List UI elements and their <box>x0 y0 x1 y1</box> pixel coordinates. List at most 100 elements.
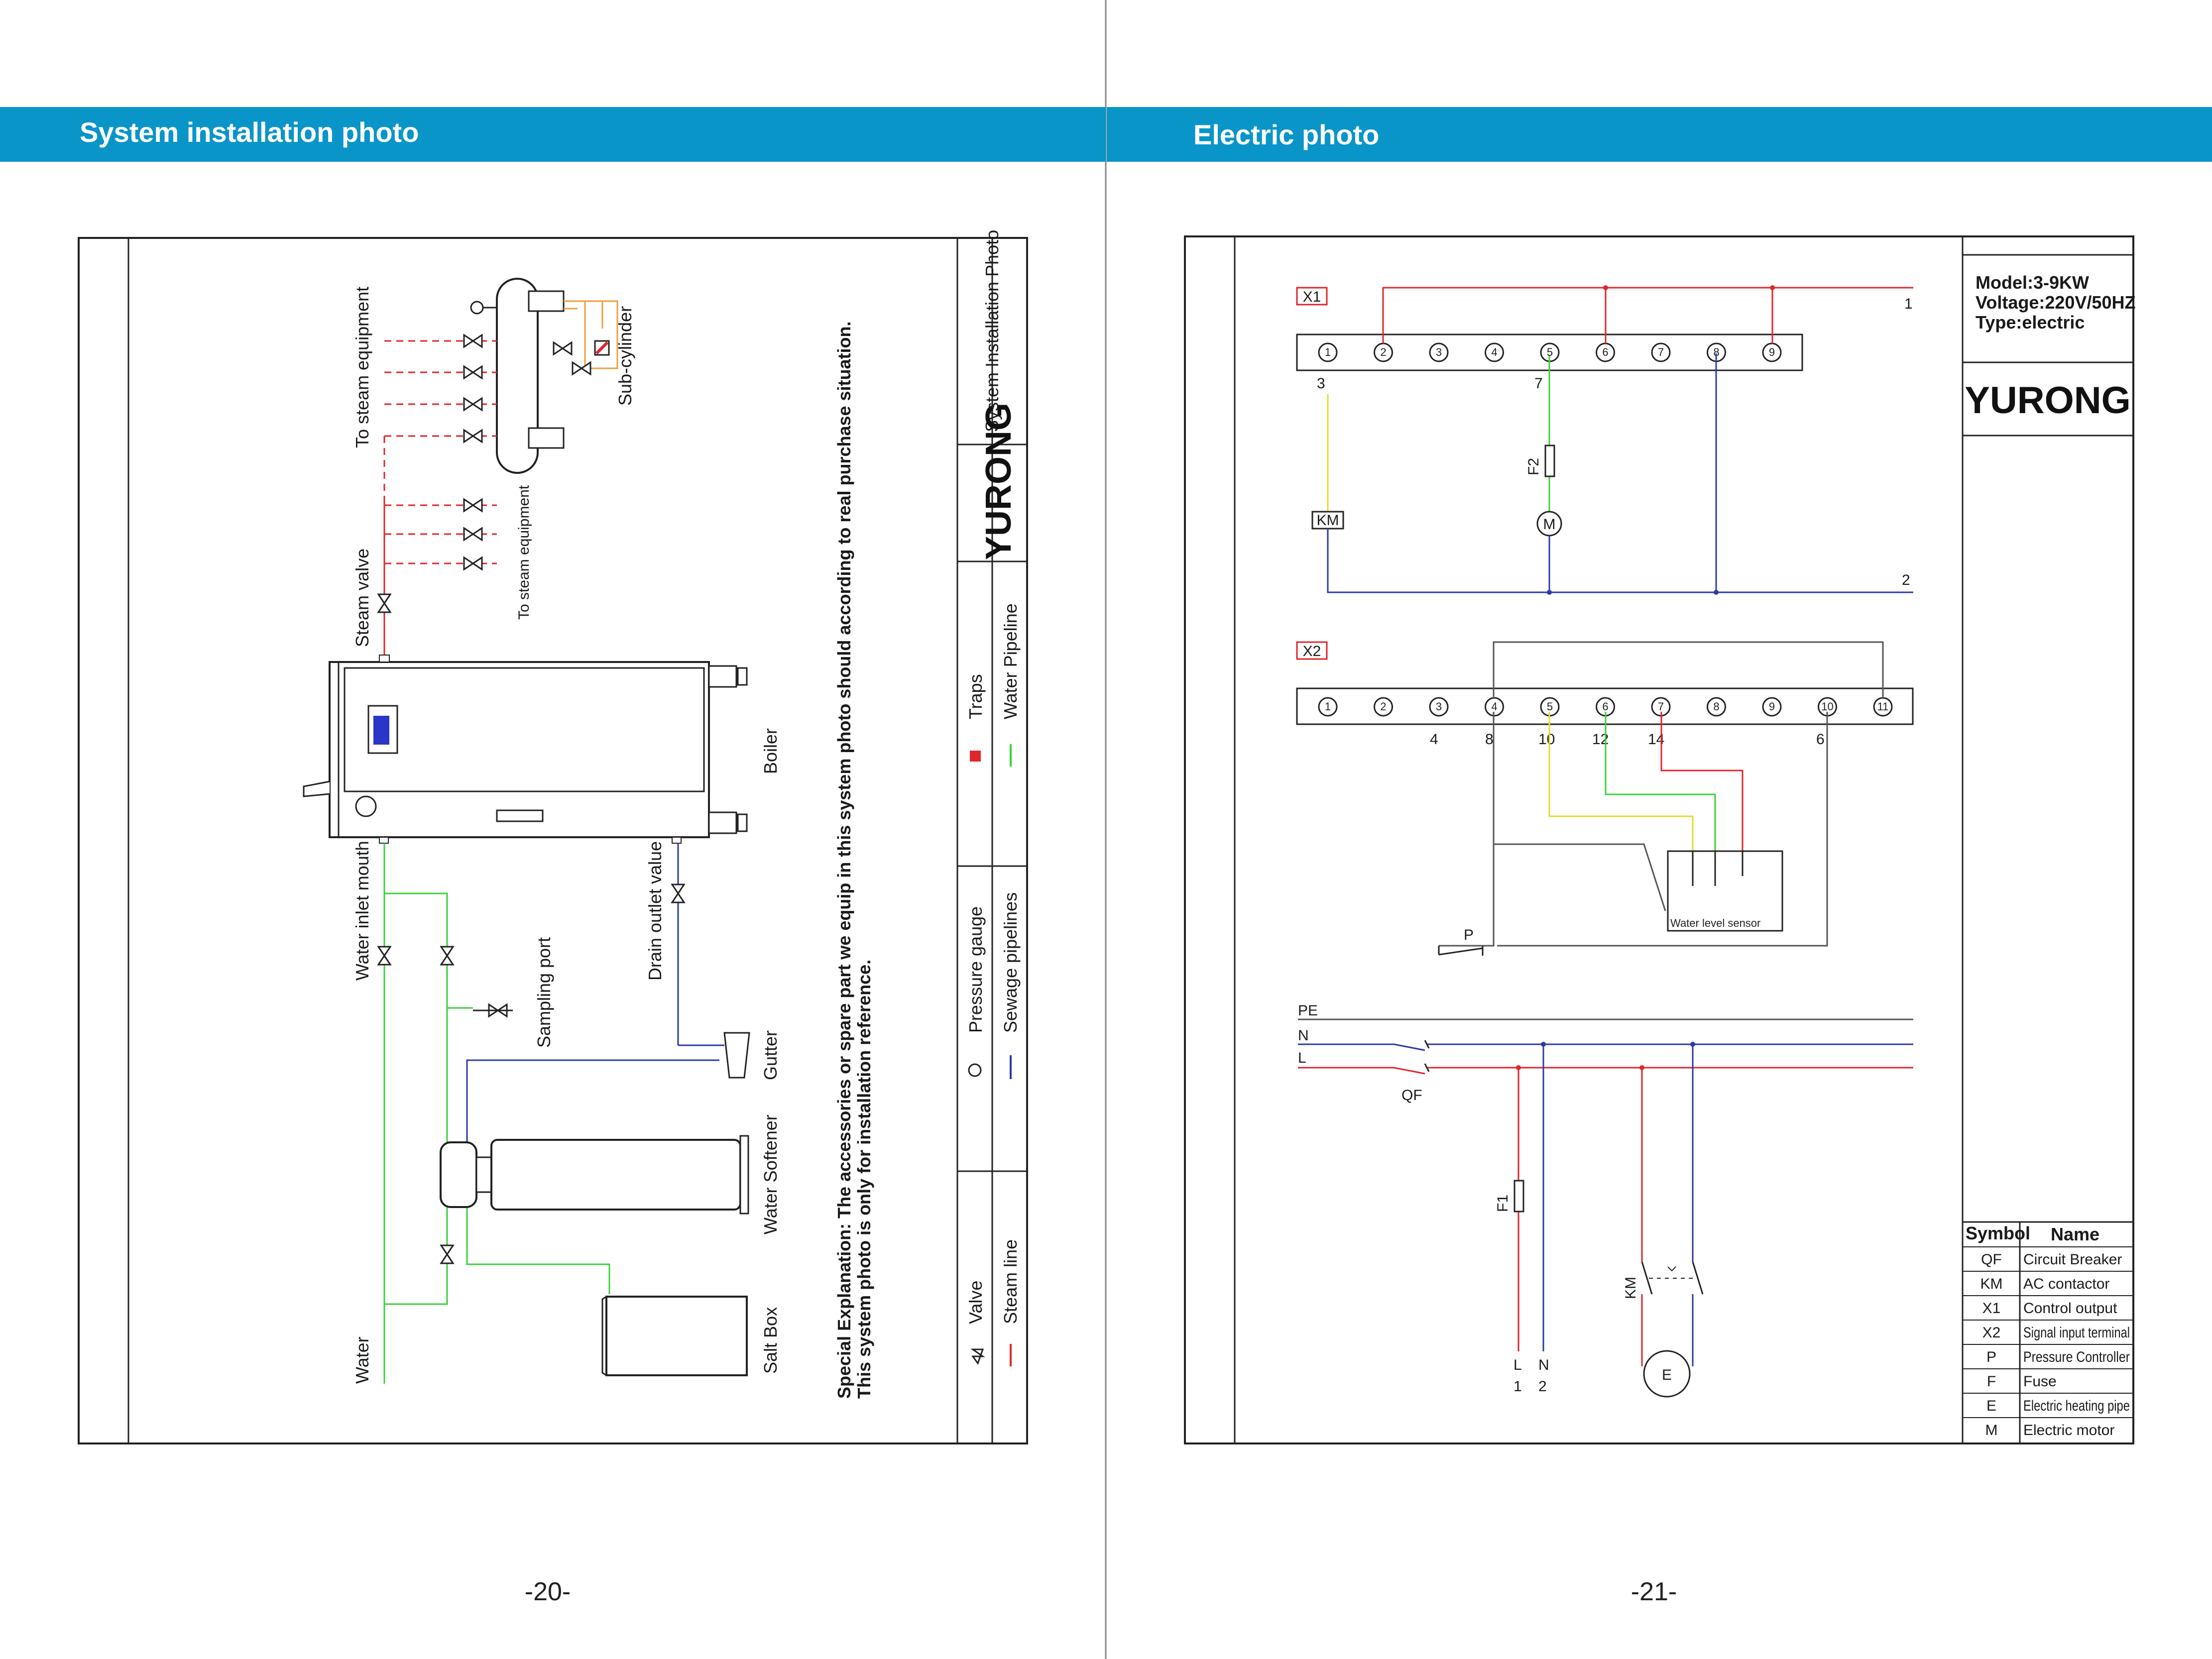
symbol-cell: X1 <box>1982 1300 2001 1317</box>
symbol-cell: E <box>1986 1398 1996 1414</box>
legend-sewage-label: Sewage pipelines <box>1000 892 1021 1033</box>
label-water-softener: Water Softener <box>760 1114 781 1234</box>
legend-valve-icon <box>970 1348 985 1365</box>
sensor-label: Water level sensor <box>1670 917 1760 929</box>
boiler-gauge <box>355 795 377 817</box>
x1-wire-2: 2 <box>1902 572 1910 588</box>
water-level-sensor <box>1667 850 1783 932</box>
x2-tag: X2 <box>1303 643 1321 660</box>
x1-terminal-number: 4 <box>1491 346 1497 358</box>
power-km: KM <box>1623 1277 1639 1299</box>
symbol-name-cell: Pressure Controller <box>2023 1349 2130 1365</box>
x2-terminal <box>1707 697 1726 717</box>
x1-terminal-number: 7 <box>1658 346 1664 358</box>
symbol-table-header-name: Name <box>2051 1224 2099 1244</box>
x1-f2-label: F2 <box>1525 458 1542 475</box>
salt-box: Salt Box <box>601 1296 781 1376</box>
x1-terminal <box>1429 342 1449 362</box>
x1-terminal-number: 8 <box>1713 346 1719 358</box>
x1-terminal <box>1318 342 1338 362</box>
symbol-cell: KM <box>1980 1276 2003 1292</box>
power-e: E <box>1662 1367 1672 1383</box>
left-header-bar <box>0 107 1106 162</box>
x2-terminal <box>1318 697 1338 717</box>
symbol-name-cell: AC contactor <box>2023 1276 2109 1292</box>
x2-terminal-number: 11 <box>1877 700 1889 713</box>
left-frame <box>78 237 1028 1444</box>
legend-valve-label: Valve <box>965 1281 986 1324</box>
info-voltage: Voltage:220V/50HZ <box>1976 292 2135 313</box>
symbol-cell: F <box>1987 1373 1996 1390</box>
right-header-title: Electric photo <box>1193 119 1379 150</box>
info-brand: YURONG <box>1965 379 2131 422</box>
x1-terminal-number: 9 <box>1769 346 1775 358</box>
label-salt-box: Salt Box <box>760 1307 781 1374</box>
x2-terminal-number: 3 <box>1436 700 1442 713</box>
title-block-title: System Installation Photo <box>982 230 1002 432</box>
x2-wire-label: 8 <box>1485 731 1494 748</box>
x1-terminal-number: 6 <box>1602 346 1608 358</box>
x2-wire-label: 6 <box>1816 731 1825 748</box>
heating-element-icon <box>1643 1350 1691 1398</box>
label-boiler: Boiler <box>760 728 781 774</box>
drain-lines: Drain outlet value Gutter <box>466 841 781 1150</box>
pressure-switch-label: P <box>1464 927 1474 943</box>
label-sub-cylinder: Sub-cylinder <box>615 306 635 406</box>
x1-tag: X1 <box>1303 289 1321 305</box>
steam-outlets-upper: To steam equipment <box>352 287 497 448</box>
x2-terminal-number: 10 <box>1821 700 1833 713</box>
x1-terminal-number: 2 <box>1380 346 1386 358</box>
power-l: L <box>1298 1050 1306 1066</box>
legend-trap-icon <box>970 751 981 762</box>
x1-terminal <box>1651 342 1671 362</box>
special-explanation-line2: This system photo is only for installati… <box>854 960 874 1399</box>
x2-terminal <box>1374 697 1393 717</box>
gutter-icon <box>723 1032 750 1079</box>
x1-tag-box <box>1296 287 1328 306</box>
power-l-bottom: L <box>1513 1357 1522 1373</box>
left-header-title: System installation photo <box>80 116 419 148</box>
left-page-number: -20- <box>525 1577 571 1606</box>
x2-tag-box <box>1296 641 1328 660</box>
symbol-name-cell: Electric heating pipe <box>2023 1398 2130 1414</box>
info-type: Type:electric <box>1976 312 2085 332</box>
x2-terminal-number: 8 <box>1713 700 1719 713</box>
symbol-cell: X2 <box>1982 1325 2001 1341</box>
power-num-1: 1 <box>1513 1378 1522 1395</box>
x2-wire-label: 4 <box>1430 731 1438 748</box>
label-steam-valve: Steam valve <box>352 549 372 647</box>
title-block-brand: YURONG <box>979 403 1019 560</box>
power-f1: F1 <box>1495 1195 1511 1212</box>
right-frame <box>1184 235 2134 1444</box>
x2-terminal-number: 5 <box>1547 700 1553 713</box>
info-model: Model:3-9KW <box>1976 272 2089 293</box>
power-n-bottom: N <box>1538 1357 1549 1373</box>
sub-cylinder: Sub-cylinder <box>470 278 635 474</box>
power-num-2: 2 <box>1538 1378 1547 1395</box>
x1-terminal-number: 3 <box>1436 346 1442 358</box>
water-softener: Water Softener <box>440 1114 781 1234</box>
x2-terminal-number: 4 <box>1491 700 1497 713</box>
legend-steam-label: Steam line <box>1000 1239 1021 1324</box>
x2-terminal-number: 2 <box>1380 700 1386 713</box>
x1-terminal <box>1485 342 1504 362</box>
symbol-name-cell: Electric motor <box>2023 1422 2114 1438</box>
right-header-bar <box>1107 107 2212 162</box>
x2-terminal-number: 6 <box>1602 700 1608 713</box>
x2-terminal-number: 7 <box>1658 700 1664 713</box>
symbol-name-cell: Fuse <box>2023 1373 2057 1390</box>
x1-terminal-number: 5 <box>1547 346 1553 358</box>
label-to-steam-equipment-upper: To steam equipment <box>352 287 372 448</box>
x2-terminal <box>1873 697 1893 717</box>
label-to-steam-equipment-lower: To steam equipment <box>516 485 532 620</box>
x1-terminal-number: 1 <box>1325 346 1331 358</box>
x2-terminal-number: 1 <box>1325 700 1331 713</box>
x1-wire-1: 1 <box>1904 296 1913 312</box>
symbol-cell: QF <box>1981 1251 2002 1268</box>
boiler-screen <box>373 716 389 745</box>
legend-water-label: Water Pipeline <box>1000 603 1021 719</box>
power-circuit: PE N L QF F1 L N 1 2 KM <box>1298 1002 1913 1398</box>
